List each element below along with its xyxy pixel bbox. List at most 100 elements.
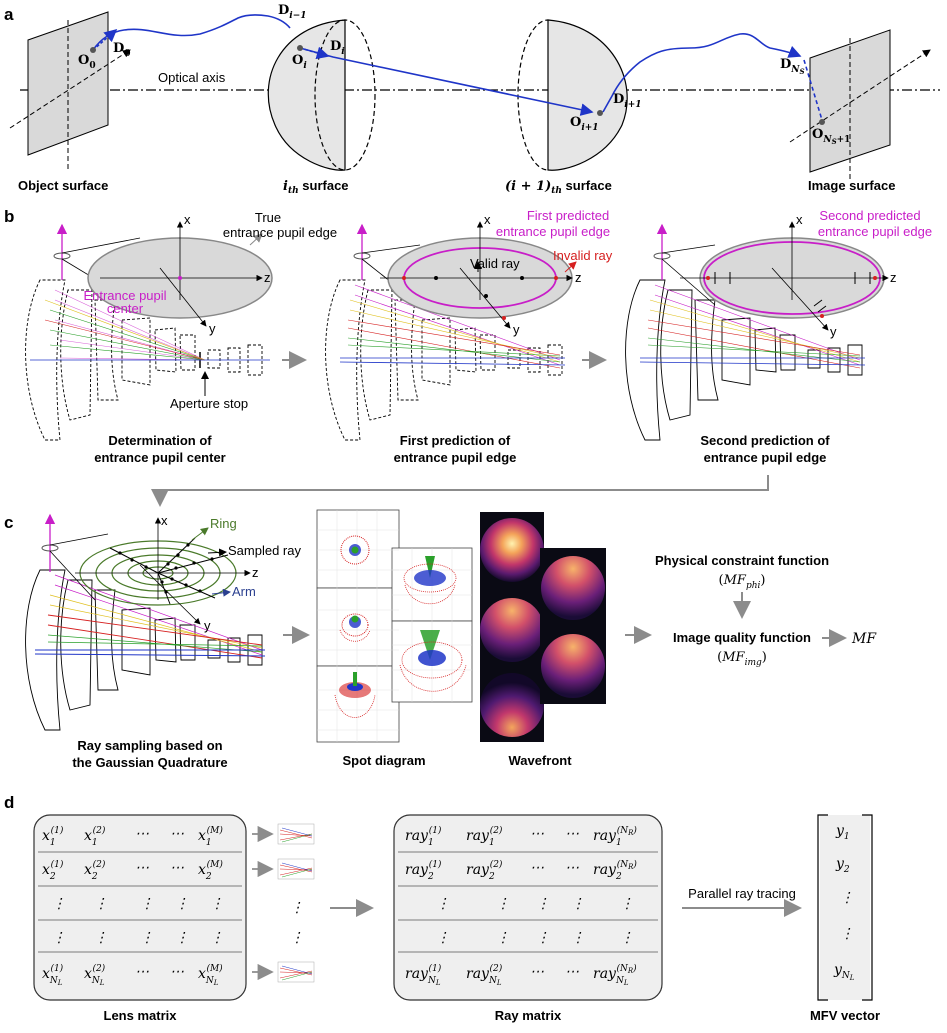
b3-axis-y-label: y [830, 324, 837, 339]
label-di1: Di+1 [613, 92, 642, 110]
lm-r4-v2: ⋮ [94, 930, 108, 946]
spot-1 [340, 535, 370, 565]
c-arm-arrow [211, 588, 231, 597]
c-arm-label: Arm [232, 584, 256, 599]
mf-phi-label: (MFphi) [719, 573, 766, 591]
wavefront-label: Wavefront [508, 753, 572, 768]
lm-r5-dots1: ⋯ [135, 964, 149, 980]
panel-b: b Aperture stop x [4, 207, 932, 507]
label-di: Di [330, 39, 345, 57]
image-surface-label: Image surface [808, 178, 895, 193]
lm-r3-v2: ⋮ [94, 896, 108, 912]
lens-b3-rays-red [647, 319, 861, 369]
b3-axis-z-label: z [890, 270, 897, 285]
label-d0: D0 [113, 41, 131, 59]
lens-c-rays-yel [49, 594, 263, 653]
c-caption-l1: Ray sampling based on [77, 738, 222, 753]
b3-zoom-line-2 [661, 258, 716, 306]
rm-r4-v4: ⋮ [571, 930, 585, 946]
rm-r1-dots1: ⋯ [530, 826, 544, 842]
spot-diagram-grid [316, 509, 473, 743]
rm-r1-dots2: ⋯ [565, 826, 579, 842]
panel-letter-b: b [4, 207, 14, 226]
b1-zoom-line-1 [61, 237, 141, 254]
rm-r1c1: ray1(1) [405, 825, 442, 848]
b2-pt-1 [434, 276, 438, 280]
b2-pt-4 [554, 276, 558, 280]
lm-r5c2: xNL(2) [84, 963, 106, 987]
c-ring-arrow [191, 527, 209, 541]
c-zoom-line-2 [49, 550, 96, 601]
lm-r5c1: xNL(1) [42, 963, 64, 987]
rm-r2c2: ray2(2) [466, 859, 503, 882]
c-caption-l2: the Gaussian Quadrature [72, 755, 227, 770]
lens-b1-rays [54, 289, 206, 361]
lm-r4-v3: ⋮ [140, 930, 154, 946]
mfv-y1: y1 [835, 823, 850, 842]
b2-valid-ray-label: Valid ray [470, 256, 520, 271]
mfv-y2: y2 [835, 856, 850, 875]
rm-r2-dots2: ⋯ [565, 860, 579, 876]
thumb-vdots-2: ⋮ [290, 930, 304, 946]
b2-axis-z-label: z [575, 270, 582, 285]
c-sample-points [118, 543, 214, 594]
b2-first-pred-l2: entrance pupil edge [496, 224, 610, 239]
panel-letter-c: c [4, 513, 13, 532]
point-oi [297, 45, 303, 51]
b2-invalid-ray-arrow [564, 261, 577, 273]
optical-axis-label: Optical axis [158, 70, 226, 85]
lm-r3-v5: ⋮ [210, 896, 224, 912]
ray-matrix-content: ray1(1) ray1(2) ⋯ ⋯ ray1(NR) ray2(1) ray… [405, 825, 637, 987]
b-caption-1-l1: Determination of [108, 433, 212, 448]
panel-letter-d: d [4, 793, 14, 812]
lm-r5c3: xNL(M) [198, 963, 223, 987]
c-axis-y-label: y [204, 618, 211, 633]
rm-r2-dots1: ⋯ [530, 860, 544, 876]
lm-r2c2: x2(2) [84, 859, 106, 882]
c-axis-y [139, 564, 201, 625]
b-caption-1-l2: entrance pupil center [94, 450, 225, 465]
b3-pt-2 [706, 276, 710, 280]
b-caption-3-l2: entrance pupil edge [704, 450, 827, 465]
b2-axis-y [459, 267, 511, 329]
rm-r3-v5: ⋮ [620, 896, 634, 912]
rm-r5c1: rayNL(1) [405, 963, 442, 987]
ray-path-2 [299, 47, 594, 116]
label-ons: ONS+1 [812, 127, 850, 146]
rm-r2c1: ray2(1) [405, 859, 442, 882]
lens-matrix-rows [38, 851, 242, 953]
ray-matrix-box [393, 814, 663, 1001]
mfv-vector: y1 y2 ⋮ ⋮ yNL [817, 814, 873, 1001]
b1-true-edge-arrow [249, 233, 263, 246]
b3-second-pred-l2: entrance pupil edge [818, 224, 932, 239]
rm-r1c3: ray1(NR) [593, 825, 637, 848]
rm-r3-v4: ⋮ [571, 896, 585, 912]
c-axis-z-label: z [252, 565, 259, 580]
mfv-yn: yNL [833, 962, 855, 982]
lens-system-b1 [25, 279, 263, 441]
b2-first-pred-l1: First predicted [527, 208, 609, 223]
lm-r4-v5: ⋮ [210, 930, 224, 946]
mf-final-label: MF [851, 631, 877, 647]
rm-r4-v5: ⋮ [620, 930, 634, 946]
mfv-vdots-2: ⋮ [840, 926, 854, 942]
lens-c-rays-red [47, 614, 263, 659]
b2-axis-y-label: y [513, 322, 520, 337]
rm-r4-v1: ⋮ [436, 930, 450, 946]
aperture-stop-label: Aperture stop [170, 396, 248, 411]
c-zoom-line-1 [49, 533, 109, 546]
b3-zoom-line-1 [661, 244, 716, 254]
panel-letter-a: a [4, 5, 14, 24]
c-axis-x-label: x [161, 513, 168, 528]
panel-a: a Optical axis Object surface ith surfac… [4, 3, 940, 196]
ray-matrix-rows [398, 851, 658, 953]
rm-r5c2: rayNL(2) [466, 963, 503, 987]
b3-tick-marks [714, 272, 871, 313]
b1-pupil-center-l2: center [107, 301, 144, 316]
lm-r3-v1: ⋮ [52, 896, 66, 912]
rm-r5-dots2: ⋯ [565, 964, 579, 980]
b3-axis-y [771, 267, 829, 331]
img-quality-label: Image quality function [673, 630, 811, 645]
b3-axis-x-label: x [796, 212, 803, 227]
b1-axis-y-label: y [209, 321, 216, 336]
